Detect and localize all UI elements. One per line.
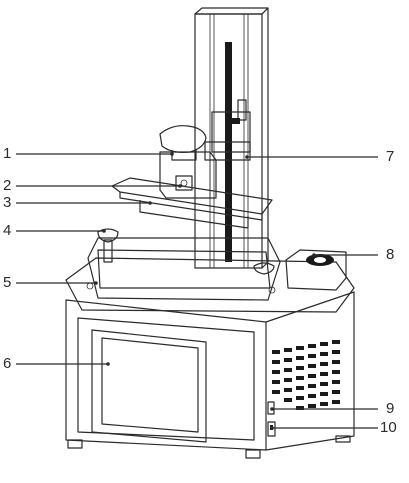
callout-8-label: 8 [386, 246, 395, 263]
side-vents [272, 340, 340, 410]
resin-vat [86, 237, 281, 301]
leader-lines [16, 152, 378, 430]
z-axis-carriage [204, 99, 251, 161]
build-plate [111, 177, 273, 229]
build-plate-bracket [159, 151, 217, 199]
z-axis-column [194, 7, 269, 269]
callout-3-label: 3 [3, 194, 12, 211]
callout-2-label: 2 [3, 177, 12, 194]
touch-screen [91, 329, 207, 443]
vat-thumbscrew [97, 228, 275, 275]
callout-6-label: 6 [3, 355, 12, 372]
printer-base [65, 291, 355, 459]
callout-5-label: 5 [3, 274, 12, 291]
build-plate-knob [159, 125, 207, 161]
callout-9-label: 9 [386, 400, 395, 417]
callout-7-label: 7 [386, 148, 395, 165]
callout-4-label: 4 [3, 222, 12, 239]
cooling-fan [285, 249, 347, 291]
machine-top [65, 257, 355, 313]
callout-1-label: 1 [3, 145, 12, 162]
usb-port [267, 401, 275, 415]
callout-10-label: 10 [380, 419, 397, 436]
